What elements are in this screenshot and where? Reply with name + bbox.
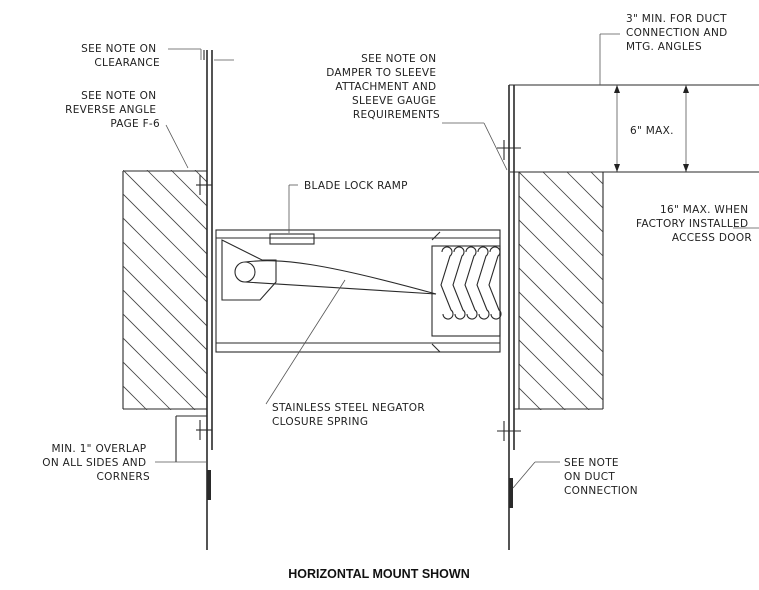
right-sleeve (497, 84, 759, 550)
left-sleeve (175, 50, 213, 550)
note-six-max: 6" MAX. (630, 125, 674, 137)
note-duct-connection: SEE NOTE ON DUCT CONNECTION (564, 457, 638, 497)
spring-coil (452, 246, 466, 320)
spring-coil (476, 246, 490, 320)
note-access-door: 16" MAX. WHEN FACTORY INSTALLED ACCESS D… (636, 204, 752, 244)
note-negator-spring: STAINLESS STEEL NEGATOR CLOSURE SPRING (272, 402, 429, 428)
note-sleeve-attachment: SEE NOTE ON DAMPER TO SLEEVE ATTACHMENT … (326, 53, 440, 121)
note-reverse-angle: SEE NOTE ON REVERSE ANGLE PAGE F-6 (65, 90, 160, 130)
negator-spring (431, 245, 502, 337)
spring-coil (440, 246, 454, 320)
spring-coil (488, 246, 502, 320)
note-overlap: MIN. 1" OVERLAP ON ALL SIDES AND CORNERS (42, 443, 150, 483)
figure-caption: HORIZONTAL MOUNT SHOWN (288, 567, 469, 581)
note-clearance: SEE NOTE ON CLEARANCE (81, 43, 160, 69)
note-duct-connection-min: 3" MIN. FOR DUCT CONNECTION AND MTG. ANG… (626, 13, 731, 53)
left-wall (122, 170, 207, 410)
damper-body (215, 229, 502, 353)
blade-lock-ramp (269, 233, 315, 245)
six-max-dimension (510, 85, 759, 173)
leader-lines (155, 33, 759, 489)
spring-coil (464, 246, 478, 320)
note-blade-lock-ramp: BLADE LOCK RAMP (304, 180, 408, 192)
